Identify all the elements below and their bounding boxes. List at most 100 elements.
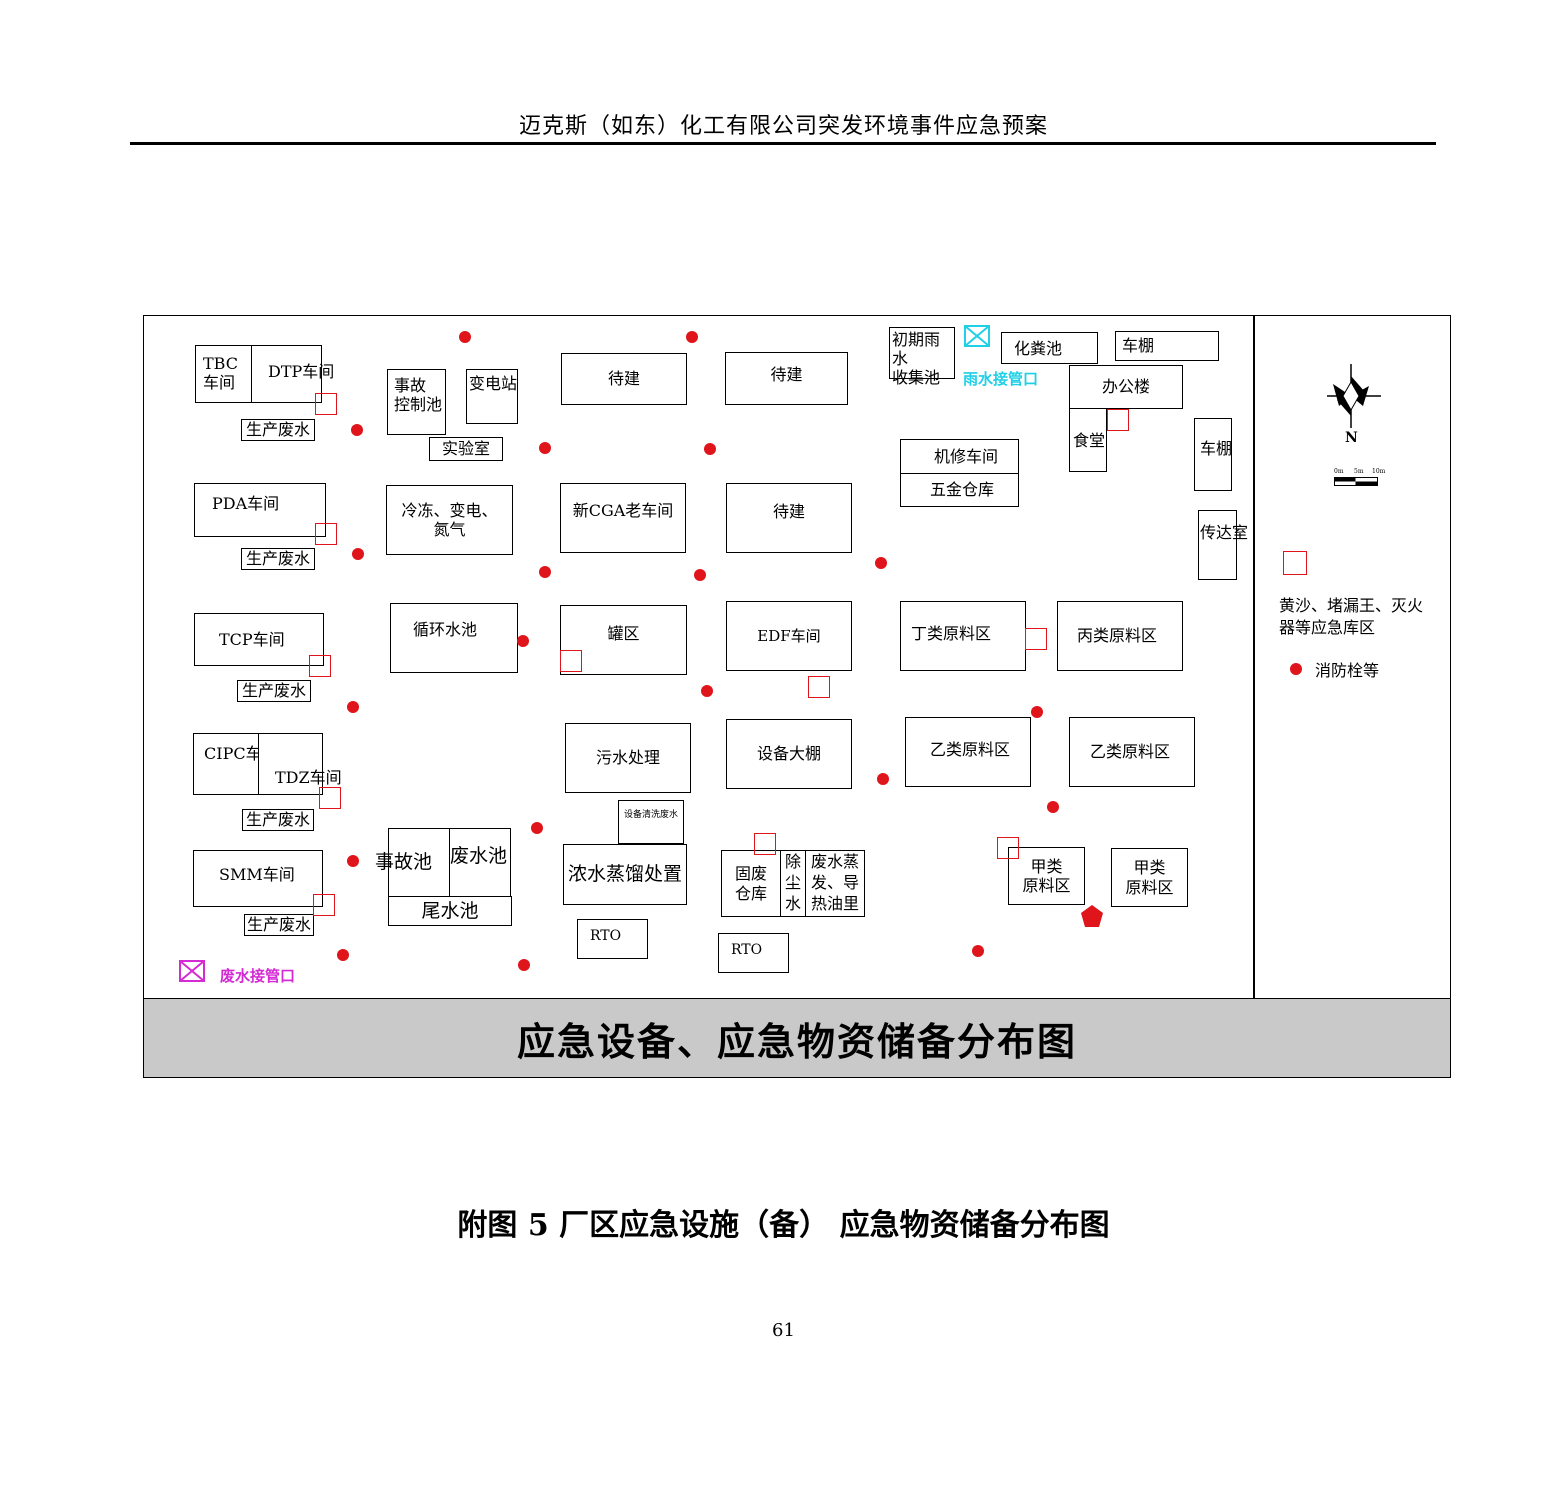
building-guard-room: 传达室 <box>1198 510 1248 580</box>
building-accident-pool <box>388 828 450 898</box>
building-rto-2: RTO <box>718 933 789 973</box>
fire-hydrant-marker <box>704 443 716 455</box>
emergency-storage-marker <box>313 894 335 916</box>
emergency-storage-marker <box>315 393 337 415</box>
building-dtp: DTP车间 <box>251 345 334 403</box>
scale-bar <box>1334 477 1378 486</box>
scale-tick-5: 5m <box>1354 468 1364 475</box>
legend-storage-icon <box>1283 551 1307 575</box>
building-equip-wash-water: 设备清洗废水 <box>618 800 684 844</box>
waste-outlet-label: 废水接管口 <box>220 967 296 985</box>
rain-outlet-icon <box>964 325 990 347</box>
emergency-storage-marker <box>1107 409 1129 431</box>
fire-hydrant-marker <box>1047 801 1059 813</box>
north-label: N <box>1345 430 1358 446</box>
waste-outlet-icon <box>179 960 205 982</box>
legend-divider <box>1253 315 1255 999</box>
emergency-storage-marker <box>315 523 337 545</box>
building-tdz: TDZ车间 <box>258 733 342 795</box>
pentagon-marker-icon <box>1081 905 1103 927</box>
fire-hydrant-marker <box>347 855 359 867</box>
wastewater-label-1: 生产废水 <box>241 419 315 441</box>
building-refrigeration: 冷冻、变电、 氮气 <box>386 485 513 555</box>
fire-hydrant-marker <box>877 773 889 785</box>
page-number: 61 <box>772 1320 795 1341</box>
emergency-storage-marker <box>997 837 1019 859</box>
building-repair-workshop: 机修车间 <box>900 439 1019 474</box>
building-lab: 实验室 <box>429 437 503 461</box>
fire-hydrant-marker <box>337 949 349 961</box>
building-pending-3: 待建 <box>726 483 852 553</box>
building-class-b-1: 乙类原料区 <box>905 717 1031 787</box>
figure-caption: 附图 5 厂区应急设施（备） 应急物资储备分布图 <box>457 1208 1110 1243</box>
emergency-storage-marker <box>319 787 341 809</box>
scale-tick-10: 10m <box>1372 468 1386 475</box>
emergency-storage-marker <box>560 650 582 672</box>
emergency-storage-marker <box>1025 628 1047 650</box>
emergency-storage-marker <box>808 676 830 698</box>
building-class-d: 丁类原料区 <box>900 601 1026 671</box>
building-class-a-2: 甲类 原料区 <box>1111 848 1188 907</box>
building-pending-2: 待建 <box>725 352 848 405</box>
page-header-title: 迈克斯（如东）化工有限公司突发环境事件应急预案 <box>518 114 1048 139</box>
building-new-cga: 新CGA老车间 <box>560 483 686 553</box>
building-hardware-warehouse: 五金仓库 <box>900 473 1019 507</box>
fire-hydrant-marker <box>539 566 551 578</box>
fire-hydrant-marker <box>517 635 529 647</box>
fire-hydrant-marker <box>459 331 471 343</box>
rain-outlet-label: 雨水接管口 <box>963 370 1039 388</box>
fire-hydrant-marker <box>701 685 713 697</box>
accident-pool-label: 事故池 <box>375 851 433 873</box>
fire-hydrant-marker <box>347 701 359 713</box>
fire-hydrant-marker <box>352 548 364 560</box>
building-shed-2: 车棚 <box>1194 418 1232 491</box>
emergency-storage-marker <box>754 833 776 855</box>
scale-tick-0: 0m <box>1334 468 1344 475</box>
emergency-storage-marker <box>309 655 331 677</box>
fire-hydrant-marker <box>1031 706 1043 718</box>
building-class-b-2: 乙类原料区 <box>1069 717 1195 787</box>
building-cipc: CIPC车间 <box>193 733 278 795</box>
building-substation: 变电站 <box>466 369 518 424</box>
header-rule <box>130 142 1436 145</box>
building-evaporation: 废水蒸 发、导 热油里 <box>805 850 865 917</box>
building-tbc: TBC 车间 <box>195 345 252 403</box>
building-septic: 化粪池 <box>1001 332 1098 364</box>
building-equipment-shed: 设备大棚 <box>726 719 852 789</box>
fire-hydrant-marker <box>518 959 530 971</box>
building-early-rain-pool: 初期雨水 收集池 <box>889 327 955 387</box>
building-shed-1: 车棚 <box>1115 331 1219 361</box>
building-concentrate-distill: 浓水蒸馏处置 <box>563 844 687 905</box>
building-tail-pool: 尾水池 <box>388 896 512 926</box>
building-smm: SMM车间 <box>193 850 323 907</box>
fire-hydrant-marker <box>351 424 363 436</box>
fire-hydrant-marker <box>686 331 698 343</box>
fire-hydrant-marker <box>972 945 984 957</box>
legend-hydrant-label: 消防栓等 <box>1315 661 1380 680</box>
fire-hydrant-marker <box>875 557 887 569</box>
building-pending-1: 待建 <box>561 353 687 405</box>
wastewater-label-4: 生产废水 <box>242 809 314 831</box>
building-circulating-pool: 循环水池 <box>390 603 518 673</box>
building-pda: PDA车间 <box>194 483 326 537</box>
building-solid-waste: 固废 仓库 <box>721 850 781 917</box>
fire-hydrant-marker <box>694 569 706 581</box>
legend-hydrant-icon <box>1290 663 1302 675</box>
map-banner-title: 应急设备、应急物资储备分布图 <box>143 998 1451 1078</box>
wastewater-label-5: 生产废水 <box>244 914 314 936</box>
building-accident-control-pool: 事故 控制池 <box>387 369 446 435</box>
building-waste-pool: 废水池 <box>449 828 511 898</box>
building-dust-water: 除 尘 水 <box>780 850 806 917</box>
fire-hydrant-marker <box>539 442 551 454</box>
legend-storage-label: 黄沙、堵漏王、灭火器等应急库区 <box>1279 596 1424 637</box>
building-tcp: TCP车间 <box>194 613 324 666</box>
site-map <box>143 315 1451 1078</box>
building-sewage-treatment: 污水处理 <box>565 723 691 793</box>
north-arrow-icon <box>1327 364 1381 428</box>
building-office: 办公楼 <box>1069 365 1183 409</box>
building-edf: EDF车间 <box>726 601 852 671</box>
wastewater-label-2: 生产废水 <box>241 548 315 570</box>
fire-hydrant-marker <box>531 822 543 834</box>
building-class-a-1: 甲类 原料区 <box>1008 847 1085 905</box>
wastewater-label-3: 生产废水 <box>237 680 311 702</box>
